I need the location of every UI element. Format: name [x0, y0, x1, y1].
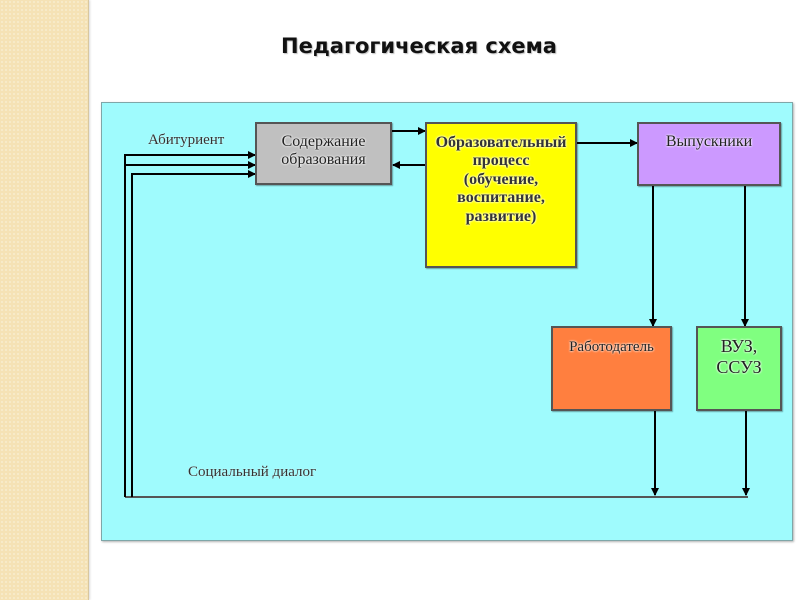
node-process-line3: (обучение, [463, 170, 539, 188]
node-university-line2: ССУЗ [716, 356, 762, 377]
node-process-line2: процесс [472, 152, 530, 170]
decorative-side-strip [0, 0, 89, 600]
label-applicant: Абитуриент [148, 132, 225, 148]
node-graduates: Выпускники [637, 122, 781, 186]
node-content-line1: Содержание [281, 133, 366, 150]
node-employer-label: Работодатель [569, 339, 654, 355]
label-social-dialog: Социальный диалог [188, 464, 317, 480]
node-content-of-education: Содержание образования [255, 122, 392, 185]
node-university-line1: ВУЗ, [720, 336, 758, 356]
node-educational-process: Образовательный процесс (обучение, воспи… [425, 122, 577, 268]
node-employer: Работодатель [551, 326, 672, 411]
node-process-line4: воспитание, [457, 189, 545, 207]
feedback-line-1 [124, 151, 256, 497]
node-content-line2: образования [281, 151, 366, 169]
node-process-line5: развитие) [465, 207, 537, 225]
node-graduates-label: Выпускники [665, 133, 753, 150]
slide-title: Педагогическая схема [281, 34, 557, 58]
feedback-line-3 [131, 170, 256, 497]
node-university: ВУЗ, ССУЗ [696, 326, 782, 411]
node-process-line1: Образовательный [435, 134, 567, 151]
